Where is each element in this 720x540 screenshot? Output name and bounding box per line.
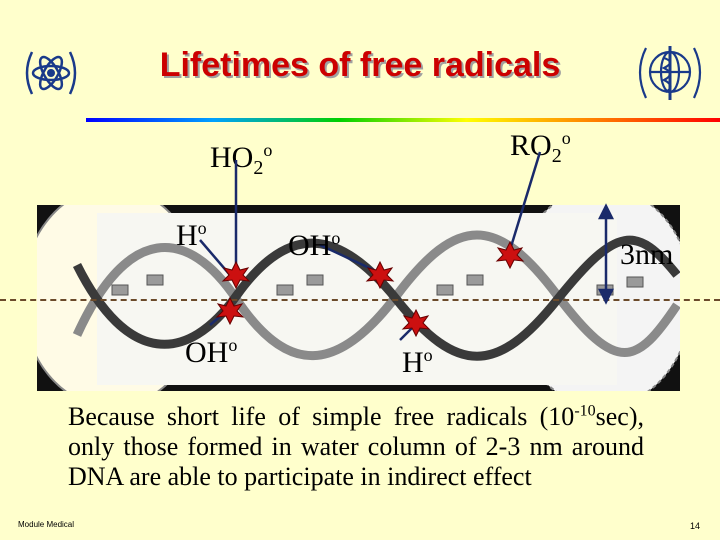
page-number: 14 — [690, 521, 701, 531]
radical-burst-4 — [401, 308, 431, 338]
slide-title: Lifetimes of free radicals — [159, 46, 561, 84]
radical-burst-2 — [215, 296, 245, 326]
explanation-paragraph: Because short life of simple free radica… — [68, 402, 644, 491]
oh-radical-label-bottom: OHo — [185, 335, 238, 369]
footer-text: Module Medical — [18, 520, 75, 529]
scale-label: 3nm — [620, 238, 674, 271]
dashed-boundary-line — [0, 299, 720, 301]
title-divider — [86, 118, 720, 122]
radical-burst-3 — [365, 260, 395, 290]
who-emblem-icon — [638, 46, 702, 100]
radical-burst-1 — [221, 260, 251, 290]
oh-radical-label-top: OHo — [288, 228, 341, 262]
atom-logo-icon — [25, 51, 77, 95]
ho2-radical-label: HO2o — [210, 140, 273, 179]
radical-burst-5 — [495, 240, 525, 270]
ro2-radical-label: RO2o — [510, 128, 571, 167]
h-radical-label-bottom: Ho — [402, 345, 433, 379]
h-radical-label-top: Ho — [176, 218, 207, 252]
